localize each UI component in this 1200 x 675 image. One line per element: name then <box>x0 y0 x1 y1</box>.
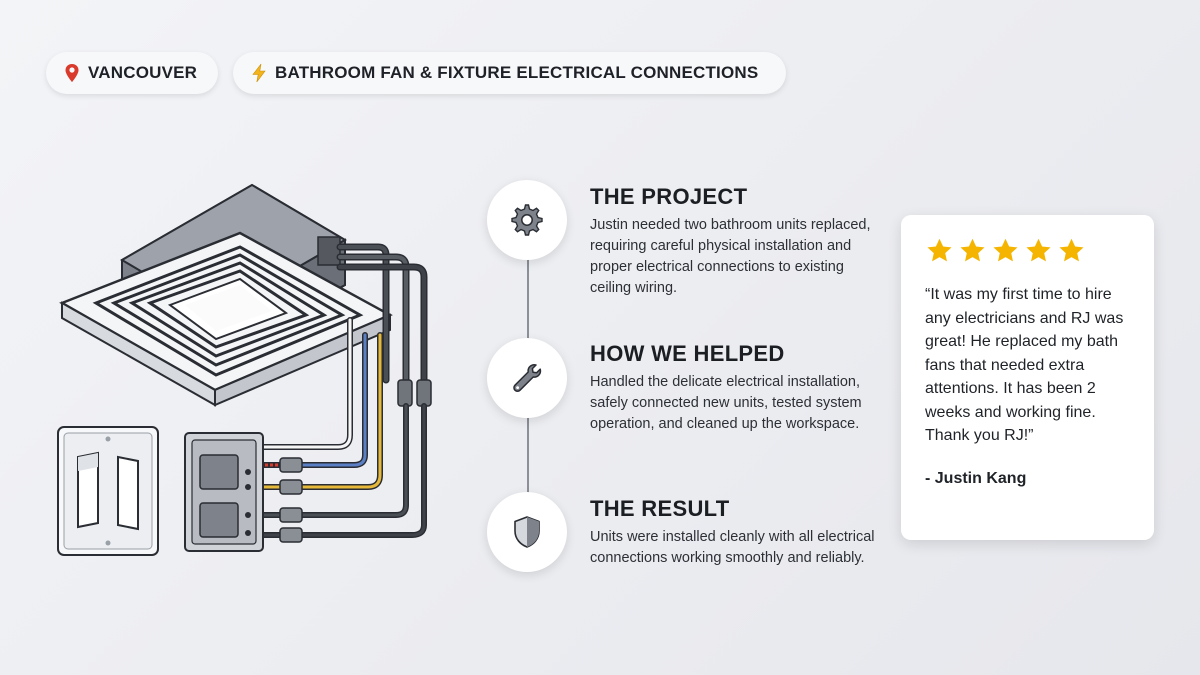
step-2-circle <box>487 338 567 418</box>
step-3-title: THE RESULT <box>590 496 730 521</box>
wrench-icon <box>513 364 542 392</box>
shield-icon <box>514 516 540 548</box>
step-1-title: THE PROJECT <box>590 184 748 209</box>
step-2-title: HOW WE HELPED <box>590 341 785 366</box>
review-author: - Justin Kang <box>925 469 1027 487</box>
star-icon <box>1026 238 1051 262</box>
step-3-text: Units were installed cleanly with all el… <box>590 529 875 566</box>
fan-wiring-illustration <box>40 175 480 570</box>
star-icon <box>993 238 1018 262</box>
star-rating <box>925 237 1130 265</box>
gear-icon <box>511 204 543 236</box>
location-label: VANCOUVER <box>88 63 198 82</box>
review-card: “It was my first time to hire any electr… <box>901 215 1154 540</box>
lightning-icon <box>251 63 267 83</box>
step-1-text: Justin needed two bathroom units replace… <box>590 217 871 296</box>
step-3-circle <box>487 492 567 572</box>
service-badge: BATHROOM FAN & FIXTURE ELECTRICAL CONNEC… <box>233 52 786 94</box>
service-label: BATHROOM FAN & FIXTURE ELECTRICAL CONNEC… <box>275 63 759 82</box>
location-badge: VANCOUVER <box>46 52 218 94</box>
star-icon <box>960 238 985 262</box>
step-1-circle <box>487 180 567 260</box>
exhaust-fan-illustration <box>57 183 432 556</box>
map-pin-icon <box>64 63 80 83</box>
star-icon <box>1059 238 1084 262</box>
star-icon <box>927 238 952 262</box>
step-2-text: Handled the delicate electrical installa… <box>590 374 862 432</box>
review-quote: “It was my first time to hire any electr… <box>925 286 1124 444</box>
